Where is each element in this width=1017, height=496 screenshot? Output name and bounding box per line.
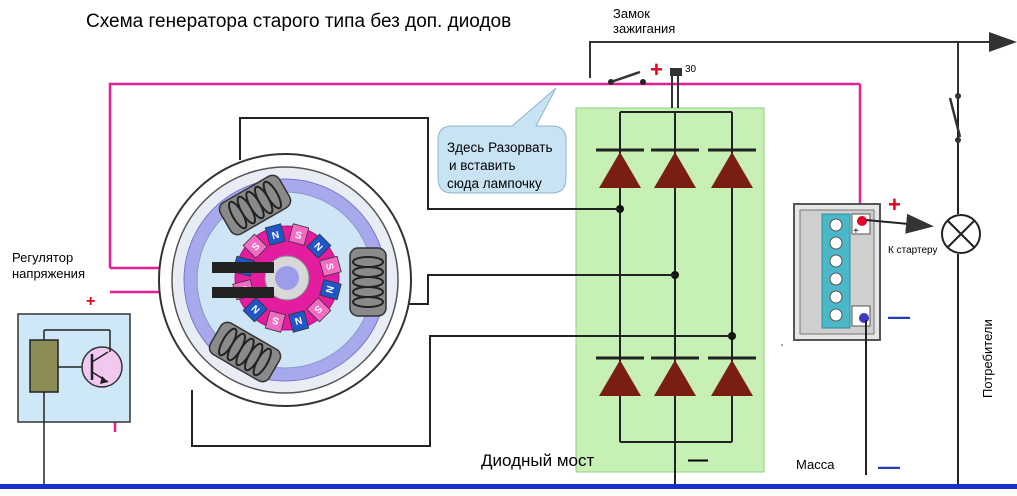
callout-line1: Здесь Разорвать xyxy=(447,140,553,155)
to-starter-label: К стартеру xyxy=(888,245,937,256)
terminal-30-connector xyxy=(670,68,682,108)
bridge-plus-sign: + xyxy=(650,57,663,82)
rotor-pole: N xyxy=(242,297,268,323)
rotor-pole: N xyxy=(264,223,286,246)
regulator-label-line2: напряжения xyxy=(12,266,85,281)
rotor-pole-label: N xyxy=(323,284,335,294)
stator-coils xyxy=(208,174,387,383)
voltage-regulator xyxy=(17,313,131,484)
callout-bubble xyxy=(437,87,567,194)
ground-label: Масса xyxy=(796,457,835,472)
rotor-pole: S xyxy=(319,255,342,277)
rotor-pole-label: S xyxy=(271,314,281,326)
stator-coil-3 xyxy=(208,321,282,383)
regulator-plus-sign: + xyxy=(86,293,95,310)
diode-lower-2 xyxy=(651,356,699,396)
regulator-label-line1: Регулятор xyxy=(12,250,73,265)
ground-bus xyxy=(0,484,1017,489)
diode-bridge-label: Диодный мост xyxy=(481,451,594,470)
ignition-switch-label-line2: зажигания xyxy=(613,21,675,36)
diode-upper-2 xyxy=(651,148,699,188)
rotor-pole-label: N xyxy=(271,230,281,242)
rotor-pole: S xyxy=(242,233,268,259)
diode-lower-3 xyxy=(708,356,756,396)
consumers-label: Потребители xyxy=(980,319,995,398)
rotor-pole: S xyxy=(288,223,310,246)
battery-terminal-plus: + xyxy=(853,226,859,237)
stator-coil-1 xyxy=(218,174,292,236)
stator-coil-2 xyxy=(349,247,387,317)
brushes xyxy=(212,262,274,298)
ground-minus-sign: — xyxy=(878,454,900,479)
diagram-title: Схема генератора старого типа без доп. д… xyxy=(86,11,511,32)
consumer-switch xyxy=(948,93,962,143)
rotor-pole: N xyxy=(288,310,310,333)
diode-bridge-minus: — xyxy=(688,449,708,471)
rotor-pole: N xyxy=(319,279,342,301)
rotor-pole: N xyxy=(306,233,332,259)
callout-line2: и вставить xyxy=(449,158,516,173)
battery-plus-sign: + xyxy=(888,192,901,217)
rotor-pole-label: S xyxy=(294,230,304,242)
diode-upper-1 xyxy=(596,148,644,188)
stray-dot xyxy=(781,344,783,346)
rotor-pole: S xyxy=(264,310,286,333)
diode-upper-3 xyxy=(708,148,756,188)
rotor-pole: S xyxy=(306,297,332,323)
rotor-pole-label: N xyxy=(293,314,303,326)
ignition-line xyxy=(589,32,1017,95)
diodes-upper xyxy=(596,148,756,188)
ignition-switch-label-line1: Замок xyxy=(613,6,650,21)
diodes-lower xyxy=(596,356,756,396)
rotor: SNSNSNSNSNSN xyxy=(232,223,342,333)
rotor-pole-label: S xyxy=(323,262,335,272)
diode-lower-1 xyxy=(596,356,644,396)
battery-minus-sign: — xyxy=(888,304,910,329)
terminal-30-label: 30 xyxy=(685,64,697,75)
ignition-switch-contact xyxy=(608,70,646,85)
lamp-icon xyxy=(941,214,981,254)
battery xyxy=(793,203,881,341)
callout-line3: сюда лампочку xyxy=(447,176,542,191)
